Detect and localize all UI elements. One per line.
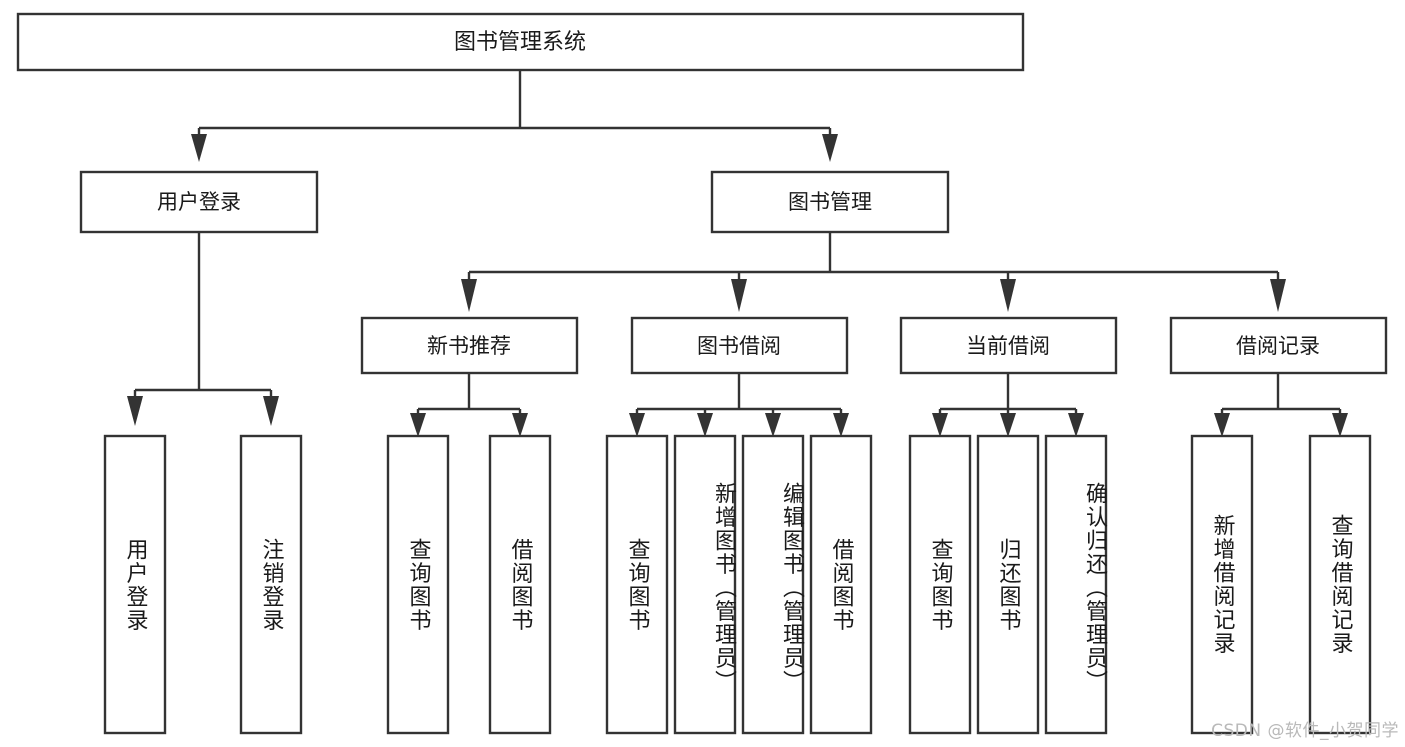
node-leaf-return-book-box[interactable]	[976, 434, 1040, 735]
node-leaf-query-record-box[interactable]	[1308, 434, 1372, 735]
node-leaf-borrow-book-2-box[interactable]	[809, 434, 873, 735]
node-current-borrow-box	[899, 316, 1118, 375]
node-borrow-record[interactable]: 借阅记录	[1169, 316, 1388, 375]
node-current-borrow-label: 当前借阅	[966, 334, 1050, 358]
node-book-borrow-label: 图书借阅	[697, 334, 781, 358]
arrow-head-icon	[191, 134, 207, 162]
arrow-head-icon	[127, 396, 143, 426]
connector-new-book-recommend-to-leaves	[410, 373, 528, 437]
arrow-head-icon	[833, 413, 849, 437]
node-root[interactable]: 图书管理系统	[16, 12, 1025, 72]
node-current-borrow[interactable]: 当前借阅	[899, 316, 1118, 375]
node-leaf-query-book-1-box[interactable]	[386, 434, 450, 735]
arrow-head-icon	[410, 413, 426, 437]
node-leaf-confirm-return-box[interactable]	[1044, 434, 1108, 735]
csdn-watermark: CSDN @软件_小贺同学	[1211, 721, 1399, 741]
node-new-book-recommend-box	[360, 316, 579, 375]
node-user-login-box	[79, 170, 319, 234]
node-new-book-recommend-label: 新书推荐	[427, 334, 511, 358]
connector-borrow-record-to-leaves	[1214, 373, 1348, 437]
connector-book-manage-to-level3	[461, 232, 1286, 312]
node-book-manage[interactable]: 图书管理	[710, 170, 950, 234]
node-leaf-add-record-box[interactable]	[1190, 434, 1254, 735]
arrow-head-icon	[1000, 413, 1016, 437]
node-leaf-borrow-book-1-box[interactable]	[488, 434, 552, 735]
arrow-head-icon	[1332, 413, 1348, 437]
connector-current-borrow-to-leaves	[932, 373, 1084, 437]
node-leaf-user-login-box[interactable]	[103, 434, 167, 735]
node-user-login[interactable]: 用户登录	[79, 170, 319, 234]
arrow-head-icon	[512, 413, 528, 437]
node-leaf-user-logout-box[interactable]	[239, 434, 303, 735]
node-borrow-record-label: 借阅记录	[1236, 334, 1320, 358]
connector-book-borrow-to-leaves	[629, 373, 849, 437]
arrow-head-icon	[822, 134, 838, 162]
arrow-head-icon	[1068, 413, 1084, 437]
node-leaf-query-book-3-box[interactable]	[908, 434, 972, 735]
node-book-borrow[interactable]: 图书借阅	[630, 316, 849, 375]
arrow-head-icon	[263, 396, 279, 426]
connector-user-login-to-leaves	[127, 232, 279, 426]
node-root-label: 图书管理系统	[454, 30, 586, 55]
node-book-manage-label: 图书管理	[788, 190, 872, 214]
arrow-head-icon	[932, 413, 948, 437]
connector-root-to-level2	[191, 70, 838, 162]
arrow-head-icon	[461, 279, 477, 312]
arrow-head-icon	[731, 279, 747, 312]
arrow-head-icon	[629, 413, 645, 437]
arrow-head-icon	[1000, 279, 1016, 312]
node-new-book-recommend[interactable]: 新书推荐	[360, 316, 579, 375]
arrow-head-icon	[697, 413, 713, 437]
node-user-login-label: 用户登录	[157, 190, 241, 214]
node-leaf-edit-book-box[interactable]	[741, 434, 805, 735]
arrow-head-icon	[1270, 279, 1286, 312]
arrow-head-icon	[765, 413, 781, 437]
node-leaf-query-book-2-box[interactable]	[605, 434, 669, 735]
node-root-box	[16, 12, 1025, 72]
node-leaf-add-book-box[interactable]	[673, 434, 737, 735]
arrow-head-icon	[1214, 413, 1230, 437]
